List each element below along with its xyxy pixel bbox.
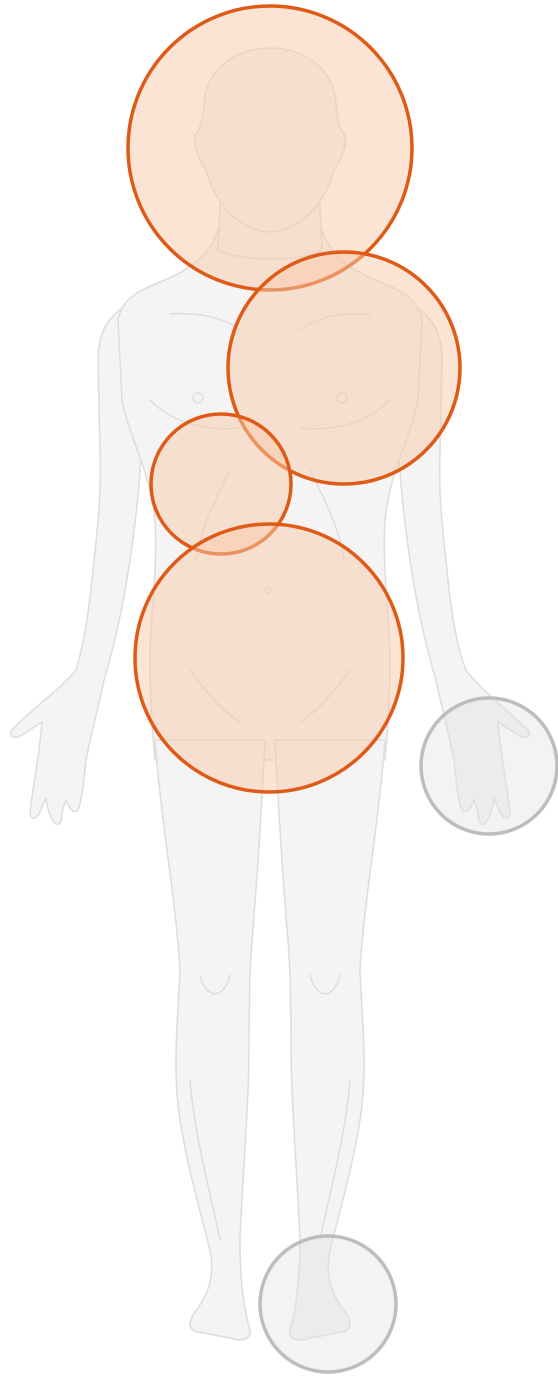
region-left-hand[interactable] (421, 698, 557, 834)
region-lower-abdomen[interactable] (135, 524, 403, 792)
region-foot[interactable] (260, 1236, 396, 1372)
leg-left (155, 740, 265, 1340)
region-head[interactable] (128, 6, 412, 290)
